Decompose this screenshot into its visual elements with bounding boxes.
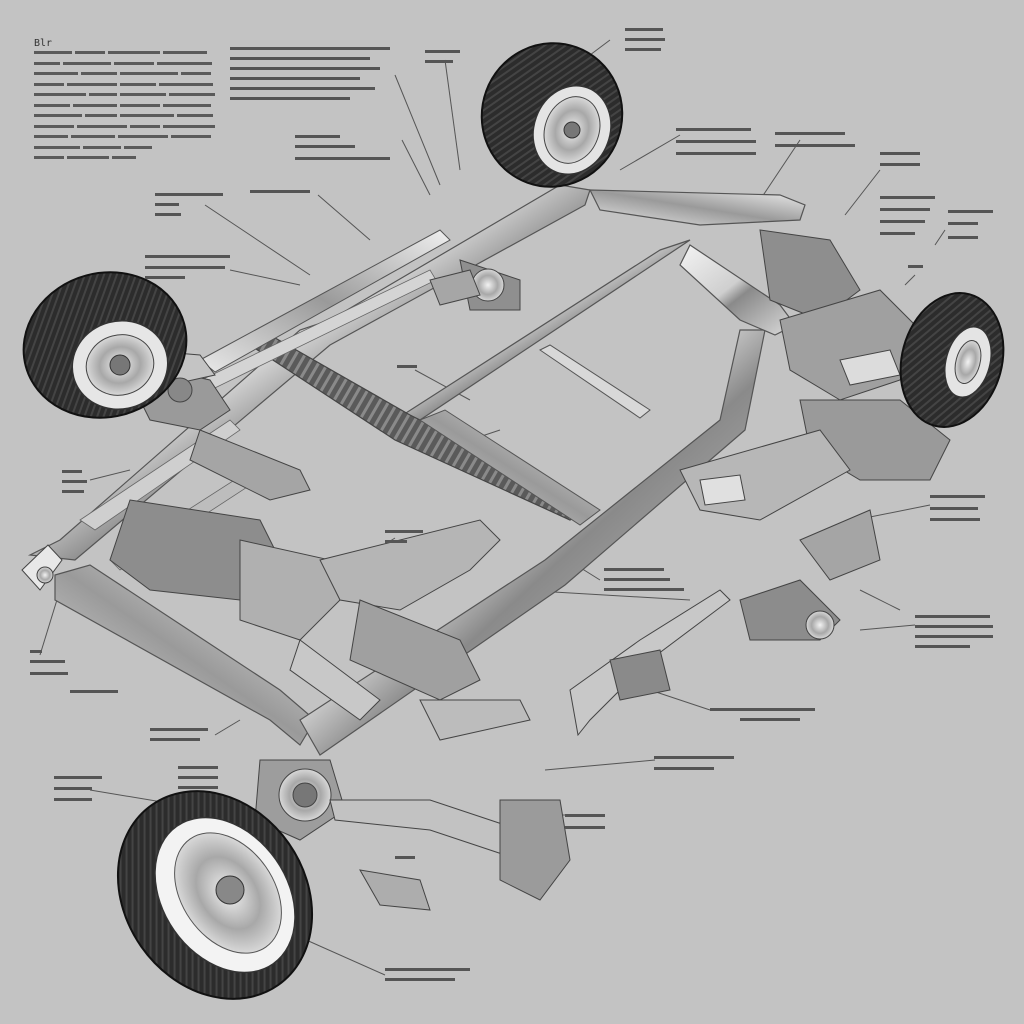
rear-top-wheel [480, 42, 624, 188]
front-suspension [109, 349, 341, 641]
lower-axle [254, 759, 571, 911]
rear-suspension [569, 229, 951, 737]
drive-shaft [289, 259, 531, 741]
leader-lines [39, 39, 946, 976]
front-bottom-wheel [116, 790, 314, 1000]
right-rear-wheel [899, 292, 1005, 428]
legend-text-block [34, 48, 219, 164]
corner-mark: Blr [34, 38, 53, 49]
left-front-wheel [22, 271, 188, 419]
